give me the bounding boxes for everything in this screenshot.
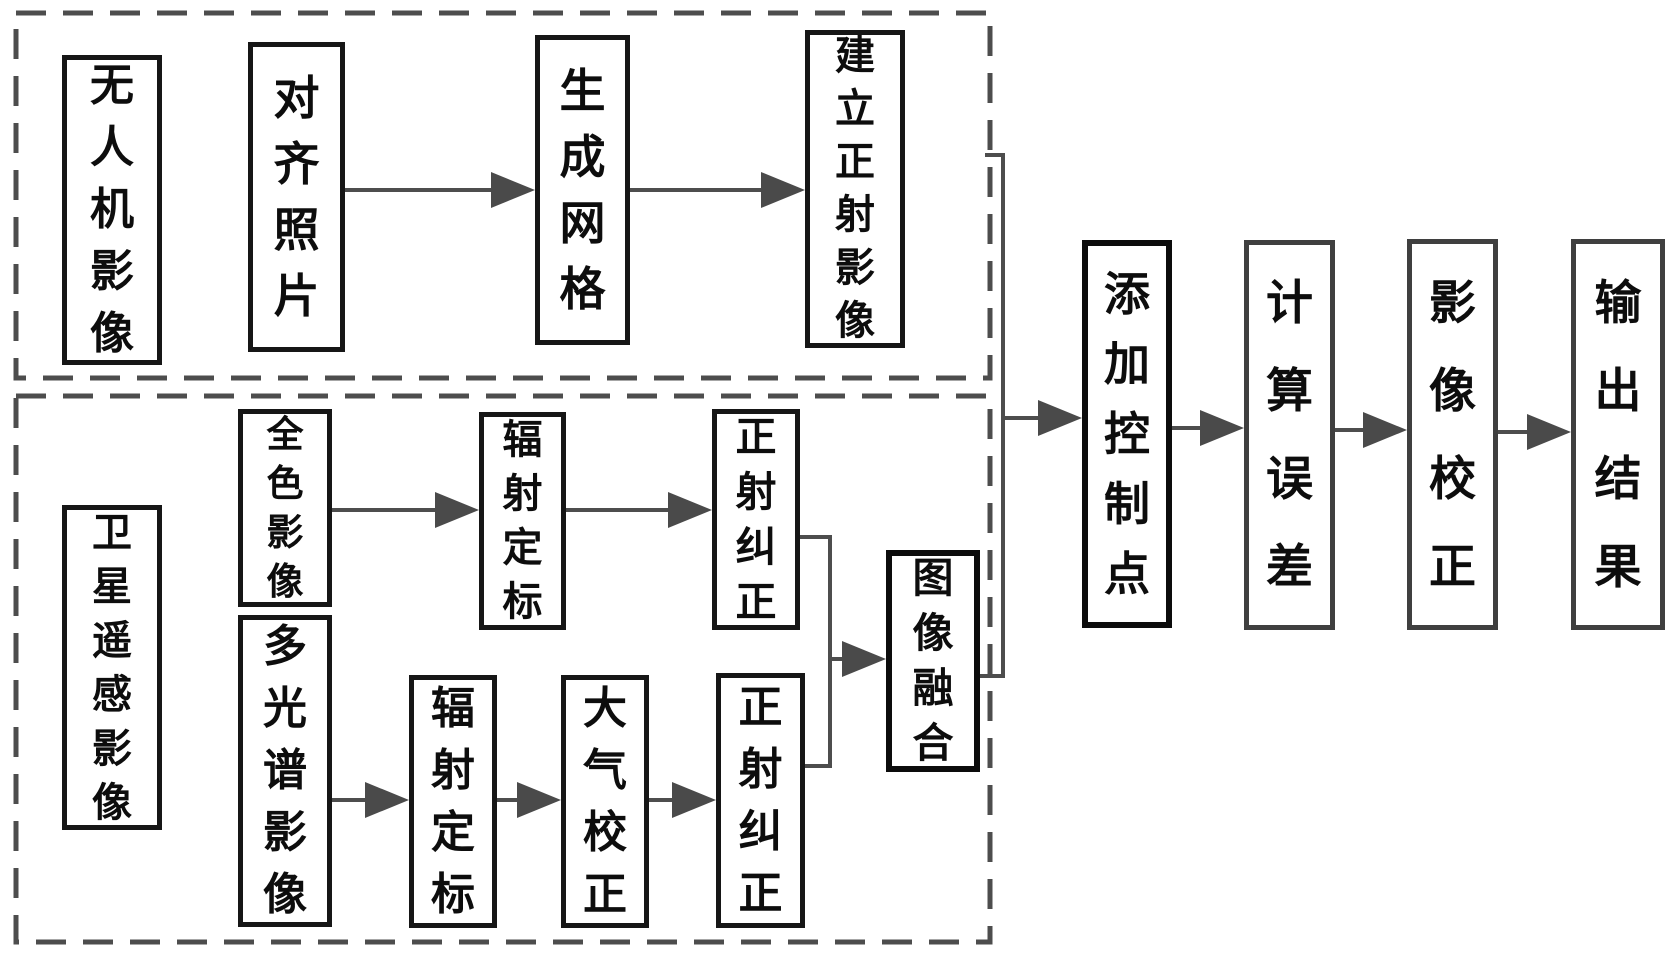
node-ortho-rectification-ms-label: 正射纠正 [739,677,783,925]
node-satellite-imagery-label: 卫星遥感影像 [92,506,132,830]
node-pan-imagery-label: 全色影像 [267,410,304,606]
node-radiometric-calibration-ms: 辐射定标 [409,675,497,928]
node-generate-mesh: 生成网格 [535,35,630,345]
node-align-photos-label: 对齐照片 [274,65,320,329]
node-atmospheric-correction-label: 大气校正 [583,678,627,926]
node-image-fusion: 图像融合 [886,550,980,772]
node-build-ortho-label: 建立正射影像 [835,30,875,348]
node-add-control-points: 添加控制点 [1082,240,1172,628]
node-ortho-rectification-pan: 正射纠正 [712,409,800,630]
node-build-ortho: 建立正射影像 [805,30,905,348]
node-uav-imagery: 无人机影像 [62,55,162,365]
node-image-correction-label: 影像校正 [1429,259,1476,611]
node-satellite-imagery: 卫星遥感影像 [62,505,162,830]
node-atmospheric-correction: 大气校正 [561,675,649,928]
node-output-result-label: 输出结果 [1595,259,1642,611]
node-multispectral-imagery-label: 多光谱影像 [263,616,307,926]
node-image-correction: 影像校正 [1407,239,1498,630]
node-generate-mesh-label: 生成网格 [560,58,606,322]
node-align-photos: 对齐照片 [248,42,345,352]
node-image-fusion-label: 图像融合 [913,551,954,771]
node-pan-imagery: 全色影像 [238,409,332,607]
node-output-result: 输出结果 [1571,239,1665,630]
node-calculate-error: 计算误差 [1244,240,1335,630]
node-radiometric-calibration-pan: 辐射定标 [479,412,566,630]
node-radiometric-calibration-ms-label: 辐射定标 [431,678,475,926]
node-radiometric-calibration-pan-label: 辐射定标 [503,413,543,629]
node-ortho-rectification-pan-label: 正射纠正 [736,410,777,630]
node-multispectral-imagery: 多光谱影像 [238,615,332,927]
node-calculate-error-label: 计算误差 [1266,259,1313,611]
node-uav-imagery-label: 无人机影像 [90,55,134,365]
node-add-control-points-label: 添加控制点 [1104,259,1150,609]
node-ortho-rectification-ms: 正射纠正 [716,673,805,928]
